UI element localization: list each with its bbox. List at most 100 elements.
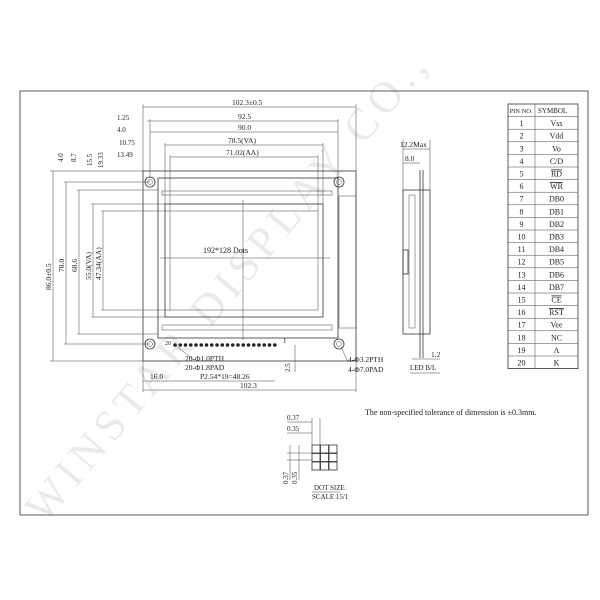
pixel-dot [311, 453, 321, 462]
dim-va-height: 55.0(VA) [84, 252, 93, 280]
dim-bottom-width: 102.3 [240, 381, 257, 390]
dim-v-offset-2: 8.7 [70, 153, 78, 162]
bottom-slot [161, 324, 333, 331]
dim-max-thickness: 12.2Max [400, 140, 427, 149]
pin-number: 15 [518, 296, 526, 305]
pin-number: 14 [518, 283, 526, 292]
top-dimensions: 102.3±0.5 92.5 90.0 78.5(VA) 71.02(AA) 1… [117, 98, 357, 211]
bezel-outline [157, 177, 339, 339]
dot-pitch-h: 0.37 [282, 471, 290, 484]
pin-symbol: C/D [550, 157, 564, 166]
pixel-dot [328, 444, 338, 454]
dim-aa-height: 47.34(AA) [94, 247, 103, 280]
pin-pad [230, 343, 235, 347]
bottom-dimensions: 20-Φ1.0PTH 20-Φ1.8PAD P2.54*19=48.26 16.… [142, 345, 384, 392]
dim-offset-2: 4.0 [117, 126, 126, 134]
dim-height-total: 86.0±0.5 [44, 263, 53, 290]
front-view: 192*128 Dots 20 1 [142, 170, 357, 362]
dim-hole-pitch: 92.5 [238, 112, 251, 121]
display-label: 192*128 Dots [203, 246, 248, 255]
pin-pad [267, 343, 272, 347]
pin-symbol: RD [551, 170, 562, 179]
pin-pad [183, 343, 188, 347]
top-slot [161, 190, 333, 196]
pin-number: 11 [518, 245, 526, 254]
active-area [169, 210, 319, 311]
pin-symbol: RST [549, 308, 564, 317]
pin-symbol: A [554, 346, 560, 355]
dot-size-title: DOT SIZE [314, 484, 345, 492]
dot-width: 0.35 [287, 425, 300, 433]
pin-number: 16 [518, 308, 526, 317]
pin-symbol: DB5 [549, 258, 564, 267]
pin-20-label: 20 [165, 341, 171, 347]
led-backlight-label: LED B/L [410, 364, 436, 372]
pin-number: 20 [518, 359, 526, 368]
pin-pad [215, 343, 219, 347]
pin-symbol: Vo [552, 144, 561, 153]
pin-pad [209, 343, 214, 347]
pin-symbol: DB7 [549, 283, 564, 292]
pin-symbol: DB1 [549, 207, 564, 216]
pin-number: 8 [520, 207, 524, 216]
pin-number: 9 [520, 220, 524, 229]
pin-number: 12 [518, 258, 526, 267]
pin-pad [220, 343, 225, 347]
pin-pad [204, 343, 209, 347]
pin-pad [272, 343, 277, 347]
dim-width-total: 102.3±0.5 [232, 98, 263, 107]
pixel-dot [328, 461, 338, 471]
dot-height: 0.35 [291, 471, 299, 484]
pin-symbol: Vee [551, 321, 563, 330]
pin-1-label: 1 [283, 337, 287, 345]
pin-number: 4 [520, 157, 524, 166]
pin-number: 13 [518, 270, 526, 279]
backlight-hatch [338, 195, 357, 329]
pin-hole-spec: 20-Φ1.0PTH [185, 354, 225, 363]
pin-number: 18 [518, 333, 526, 342]
pixel-dot [320, 461, 329, 471]
dim-aa-width: 71.02(AA) [226, 148, 259, 157]
dot-size-scale: SCALE 15/1 [312, 493, 349, 501]
pin-pad [257, 343, 261, 347]
pixel-dot [311, 444, 321, 454]
pixel-dot [328, 453, 338, 462]
pin-pad [262, 343, 267, 347]
pin-pad [188, 343, 193, 347]
pin-symbol: Vss [550, 119, 562, 128]
pin-number: 17 [518, 321, 526, 330]
pin-pad [246, 343, 251, 347]
dim-v-offset-4: 19.33 [97, 152, 105, 168]
pin-pad-spec: 20-Φ1.8PAD [185, 363, 225, 372]
pin-pad [241, 343, 246, 347]
pixel-dot [320, 444, 329, 454]
pin-pad [199, 343, 204, 347]
dot-size-detail: 0.37 0.35 0.37 0.35 DOT SIZE SCALE 15/1 [282, 414, 349, 501]
pin-symbol: DB0 [549, 195, 564, 204]
pin-pad [173, 343, 177, 347]
dim-hole-vpitch: 78.0 [57, 259, 66, 272]
pin-pad [251, 343, 256, 347]
dim-pin-height: 2.5 [284, 363, 292, 372]
dim-offset-3: 10.75 [119, 139, 135, 147]
dim-depth: 8.0 [405, 154, 415, 163]
pin-symbol: WR [550, 182, 564, 191]
pin-pad [194, 343, 198, 347]
dim-offset-4: 13.49 [117, 151, 133, 159]
dim-va-width: 78.5(VA) [228, 136, 256, 145]
dot-pitch-w: 0.37 [287, 414, 300, 422]
pin-number: 1 [520, 119, 524, 128]
dim-bezel-height: 68.6 [70, 259, 79, 272]
pin-pad [236, 343, 240, 347]
pin-symbol: DB3 [549, 233, 564, 242]
pin-symbol: DB4 [549, 245, 564, 254]
pin-number: 2 [520, 132, 524, 141]
pin-number: 19 [518, 346, 526, 355]
connector-pins [173, 343, 277, 347]
pixel-dot [311, 461, 321, 471]
pin-symbol: CE [551, 296, 561, 305]
symbol-header: SYMBOL [538, 107, 567, 115]
pin-number: 7 [520, 195, 524, 204]
